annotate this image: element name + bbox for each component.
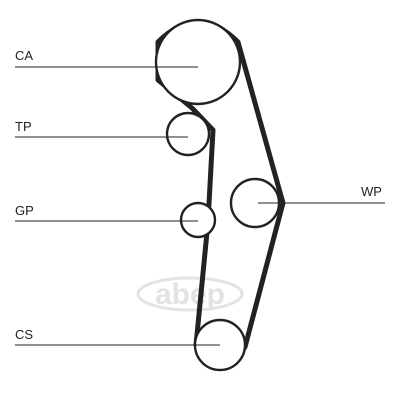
watermark-text: abep xyxy=(155,278,225,311)
camshaft-pulley xyxy=(154,18,242,106)
guide-label: GP xyxy=(15,203,34,218)
crankshaft-label: CS xyxy=(15,327,33,342)
watermark-oval xyxy=(136,276,244,312)
guide-pulley xyxy=(179,201,217,239)
tensioner-pulley xyxy=(165,111,211,157)
watermark-logo: abep xyxy=(136,276,244,312)
water-pump-label: WP xyxy=(361,184,382,199)
tensioner-label: TP xyxy=(15,119,32,134)
camshaft-label: CA xyxy=(15,48,33,63)
